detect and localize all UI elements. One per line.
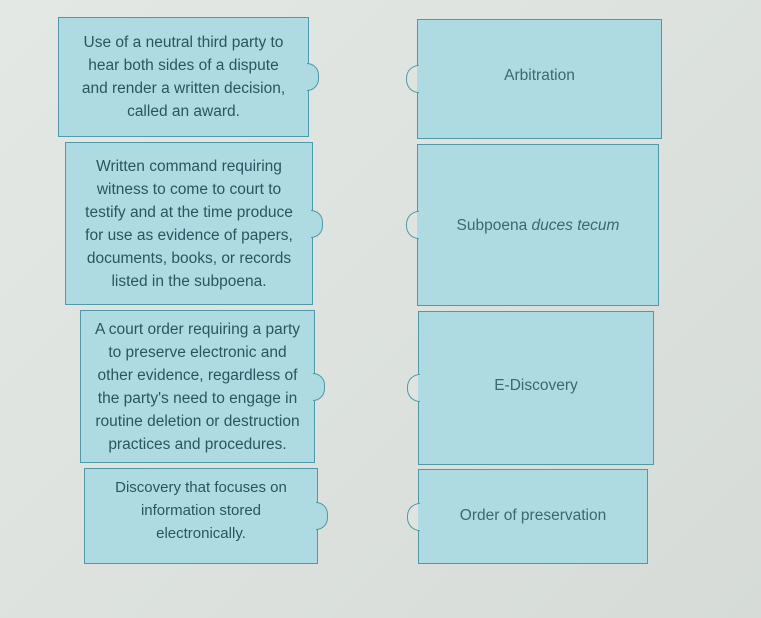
- connector-tab: [316, 502, 328, 530]
- definition-card-subpoena[interactable]: Written command requiring witness to com…: [65, 142, 323, 305]
- definition-text: Use of a neutral third party to hear bot…: [81, 34, 286, 120]
- definition-text: A court order requiring a party to prese…: [94, 320, 301, 453]
- connector-tab: [307, 63, 319, 91]
- connector-slot-mask: [416, 212, 420, 238]
- connector-tab: [313, 372, 325, 401]
- term-label: Arbitration: [504, 66, 575, 84]
- connector-tab: [311, 209, 323, 238]
- definition-text: Discovery that focuses on information st…: [115, 478, 287, 542]
- connector-slot-mask: [417, 504, 421, 529]
- term-label-plain: Subpoena: [456, 216, 532, 234]
- term-card-order-of-preservation[interactable]: Order of preservation: [407, 469, 648, 564]
- definition-card-arbitration[interactable]: Use of a neutral third party to hear bot…: [58, 17, 319, 137]
- term-card-arbitration[interactable]: Arbitration: [406, 19, 662, 139]
- connector-slot-mask: [416, 66, 420, 92]
- definition-card-ediscovery[interactable]: Discovery that focuses on information st…: [84, 468, 328, 564]
- definition-text: Written command requiring witness to com…: [85, 157, 293, 290]
- term-card-subpoena-duces-tecum[interactable]: Subpoena duces tecum: [406, 144, 659, 306]
- term-label-italic: duces tecum: [531, 216, 620, 234]
- term-card-ediscovery[interactable]: E-Discovery: [407, 311, 654, 465]
- term-label: Subpoena duces tecum: [457, 214, 620, 237]
- connector-slot-mask: [417, 375, 421, 401]
- term-label: E-Discovery: [494, 377, 578, 394]
- term-label: Order of preservation: [459, 507, 607, 524]
- definition-card-preservation[interactable]: A court order requiring a party to prese…: [80, 310, 325, 463]
